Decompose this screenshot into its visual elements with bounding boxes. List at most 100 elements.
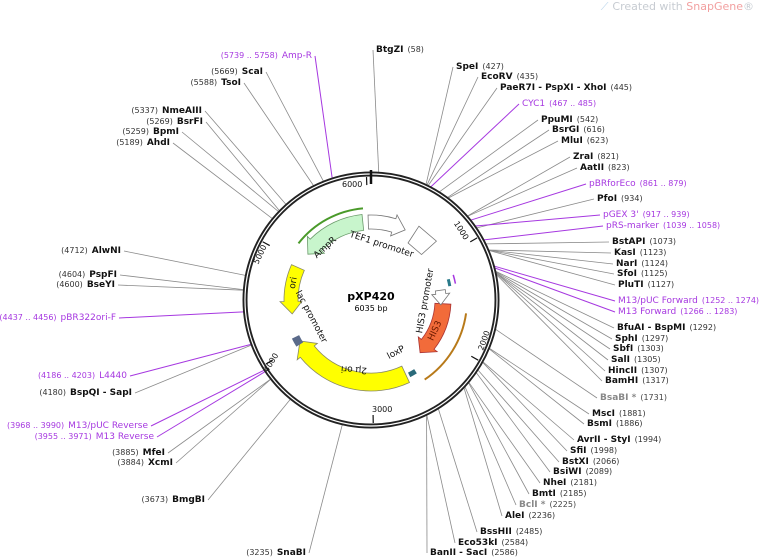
restriction-site-label[interactable]: BfuAI - BspMI(1292) xyxy=(617,322,720,334)
site-location: (1994) xyxy=(634,435,662,444)
restriction-site-label[interactable]: (5189)AhdI xyxy=(112,137,170,149)
restriction-site-label[interactable]: KasI(1123) xyxy=(614,247,670,259)
site-leader-line xyxy=(488,249,615,275)
site-leader-line xyxy=(447,129,550,198)
site-leader-line xyxy=(467,167,578,217)
primer-label[interactable]: CYC1(467 .. 485) xyxy=(522,98,600,110)
restriction-site-label[interactable]: AatII(823) xyxy=(580,162,634,174)
primer-label[interactable]: pRS-marker(1039 .. 1058) xyxy=(606,220,724,232)
restriction-site-label[interactable]: SphI(1297) xyxy=(615,333,672,345)
site-location: (5739 .. 5758) xyxy=(220,51,278,60)
feature-label-ori[interactable]: ori xyxy=(287,276,300,290)
restriction-site-label[interactable]: BsmI(1886) xyxy=(587,418,647,430)
restriction-site-label[interactable]: NheI(2181) xyxy=(543,477,601,489)
site-name: MscI xyxy=(592,409,615,419)
primer-label[interactable]: (4437 .. 4456)pBR322ori-F xyxy=(0,312,116,324)
restriction-site-label[interactable]: NarI(1124) xyxy=(616,258,672,270)
restriction-site-label[interactable]: BsaBI *(1731) xyxy=(600,392,671,404)
restriction-site-label[interactable]: PaeR7I - PspXI - XhoI(445) xyxy=(500,82,636,94)
restriction-site-label[interactable]: (5588)TsoI xyxy=(187,77,241,89)
site-leader-line xyxy=(495,272,611,350)
site-location: (435) xyxy=(516,72,539,81)
restriction-site-label[interactable]: ZraI(821) xyxy=(573,151,623,163)
site-leader-line xyxy=(486,241,610,245)
restriction-site-label[interactable]: HincII(1307) xyxy=(608,365,672,377)
restriction-site-label[interactable]: BtgZI(58) xyxy=(376,44,428,56)
feature-label-2micron-ori[interactable]: 2µ ori xyxy=(340,363,368,375)
watermark: ⟋Created with SnapGene® xyxy=(601,0,754,14)
restriction-site-label[interactable]: SalI(1305) xyxy=(611,354,665,366)
restriction-site-label[interactable]: PluTI(1127) xyxy=(618,279,678,291)
restriction-site-label[interactable]: Eco53kI(2584) xyxy=(458,537,532,549)
restriction-site-label[interactable]: (3885)MfeI xyxy=(108,447,165,459)
site-leader-line xyxy=(482,361,575,441)
restriction-site-label[interactable]: MscI (1881) xyxy=(592,408,650,420)
site-location: (2236) xyxy=(528,511,556,520)
restriction-site-label[interactable]: (5269)BsrFI xyxy=(142,116,203,128)
site-location: (2586) xyxy=(491,548,518,557)
restriction-site-label[interactable]: BssHII(2485) xyxy=(480,526,546,538)
restriction-site-label[interactable]: AvrII - StyI(1994) xyxy=(577,434,665,446)
site-leader-line xyxy=(129,343,252,377)
site-name: CYC1 xyxy=(522,99,546,109)
restriction-site-label[interactable]: (4712)AlwNI xyxy=(57,245,121,257)
restriction-site-label[interactable]: SfiI(1998) xyxy=(570,445,621,457)
restriction-site-label[interactable]: BamHI(1317) xyxy=(605,375,673,387)
site-leader-line xyxy=(495,329,598,399)
site-leader-line xyxy=(495,270,615,329)
restriction-site-label[interactable]: BanII - SacI(2586) xyxy=(430,547,522,559)
site-location: (1305) xyxy=(634,355,661,364)
site-location: (1881) xyxy=(619,409,646,418)
site-leader-line xyxy=(496,274,603,382)
restriction-site-label[interactable]: SpeI(427) xyxy=(456,61,508,73)
site-leader-line xyxy=(205,121,280,211)
site-leader-line xyxy=(475,214,601,227)
restriction-site-label[interactable]: SfoI(1125) xyxy=(617,268,672,280)
primer-label[interactable]: pBRforEco(861 .. 879) xyxy=(589,178,691,190)
restriction-site-label[interactable]: PpuMI(542) xyxy=(541,114,602,126)
primer-label[interactable]: pGEX 3'(917 .. 939) xyxy=(603,209,694,221)
restriction-site-label[interactable]: EcoRV(435) xyxy=(481,71,542,83)
restriction-site-label[interactable]: (4180)BspQI - SapI xyxy=(35,387,132,399)
restriction-site-label[interactable]: BmtI(2185) xyxy=(532,488,591,500)
site-name: TsoI xyxy=(221,78,241,88)
site-leader-line xyxy=(123,250,246,276)
restriction-site-label[interactable]: BsrGI(616) xyxy=(552,124,609,136)
site-location: (3885) xyxy=(112,448,139,457)
restriction-site-label[interactable]: (3235)SnaBI xyxy=(242,547,306,559)
primer-label[interactable]: M13/pUC Forward(1252 .. 1274) xyxy=(618,295,760,307)
restriction-site-label[interactable]: AleI(2236) xyxy=(505,510,559,522)
restriction-site-label[interactable]: SbfI(1303) xyxy=(613,343,668,355)
site-location: (5189) xyxy=(116,138,143,147)
site-name: MfeI xyxy=(142,448,165,458)
restriction-site-label[interactable]: (4604)PspFI xyxy=(55,269,117,281)
restriction-site-label[interactable]: BstXI(2066) xyxy=(562,456,623,468)
watermark-suffix: ® xyxy=(743,0,754,13)
site-location: (3968 .. 3990) xyxy=(6,421,65,430)
restriction-site-label[interactable]: (3673)BmgBI xyxy=(138,494,206,506)
restriction-site-label[interactable]: MluI(623) xyxy=(561,135,612,147)
site-leader-line xyxy=(314,55,333,179)
primer-label[interactable]: M13 Forward(1266 .. 1283) xyxy=(618,306,741,318)
restriction-site-label[interactable]: PfoI(934) xyxy=(597,193,647,205)
restriction-site-label[interactable]: (5259)BpmI xyxy=(118,126,179,138)
restriction-site-label[interactable]: BclI *(2225) xyxy=(519,499,580,511)
restriction-site-label[interactable]: (3884)XcmI xyxy=(113,457,173,469)
site-location: (4604) xyxy=(58,270,86,279)
primer-label[interactable]: (3968 .. 3990)M13/pUC Reverse xyxy=(3,420,148,432)
site-name: M13/pUC Reverse xyxy=(68,421,148,431)
site-location: (2066) xyxy=(592,457,620,466)
primer-label[interactable]: (3955 .. 3971)M13 Reverse xyxy=(31,431,154,443)
site-leader-line xyxy=(488,249,614,265)
restriction-site-label[interactable]: BsiWI(2089) xyxy=(553,466,616,478)
restriction-site-label[interactable]: (4600)BseYI xyxy=(52,279,115,291)
restriction-site-label[interactable]: (5669)ScaI xyxy=(207,66,263,78)
site-leader-line xyxy=(134,344,252,394)
tick-label-6000: 6000 xyxy=(342,180,363,189)
restriction-site-label[interactable]: (5337)NmeAIII xyxy=(127,105,202,117)
primer-label[interactable]: (4186 .. 4203)L4440 xyxy=(34,370,127,382)
site-name: PpuMI xyxy=(541,115,573,125)
primer-label[interactable]: (5739 .. 5758)Amp-R xyxy=(217,50,312,62)
restriction-site-label[interactable]: BstAPI(1073) xyxy=(612,236,680,248)
watermark-brand: SnapGene xyxy=(686,0,743,13)
